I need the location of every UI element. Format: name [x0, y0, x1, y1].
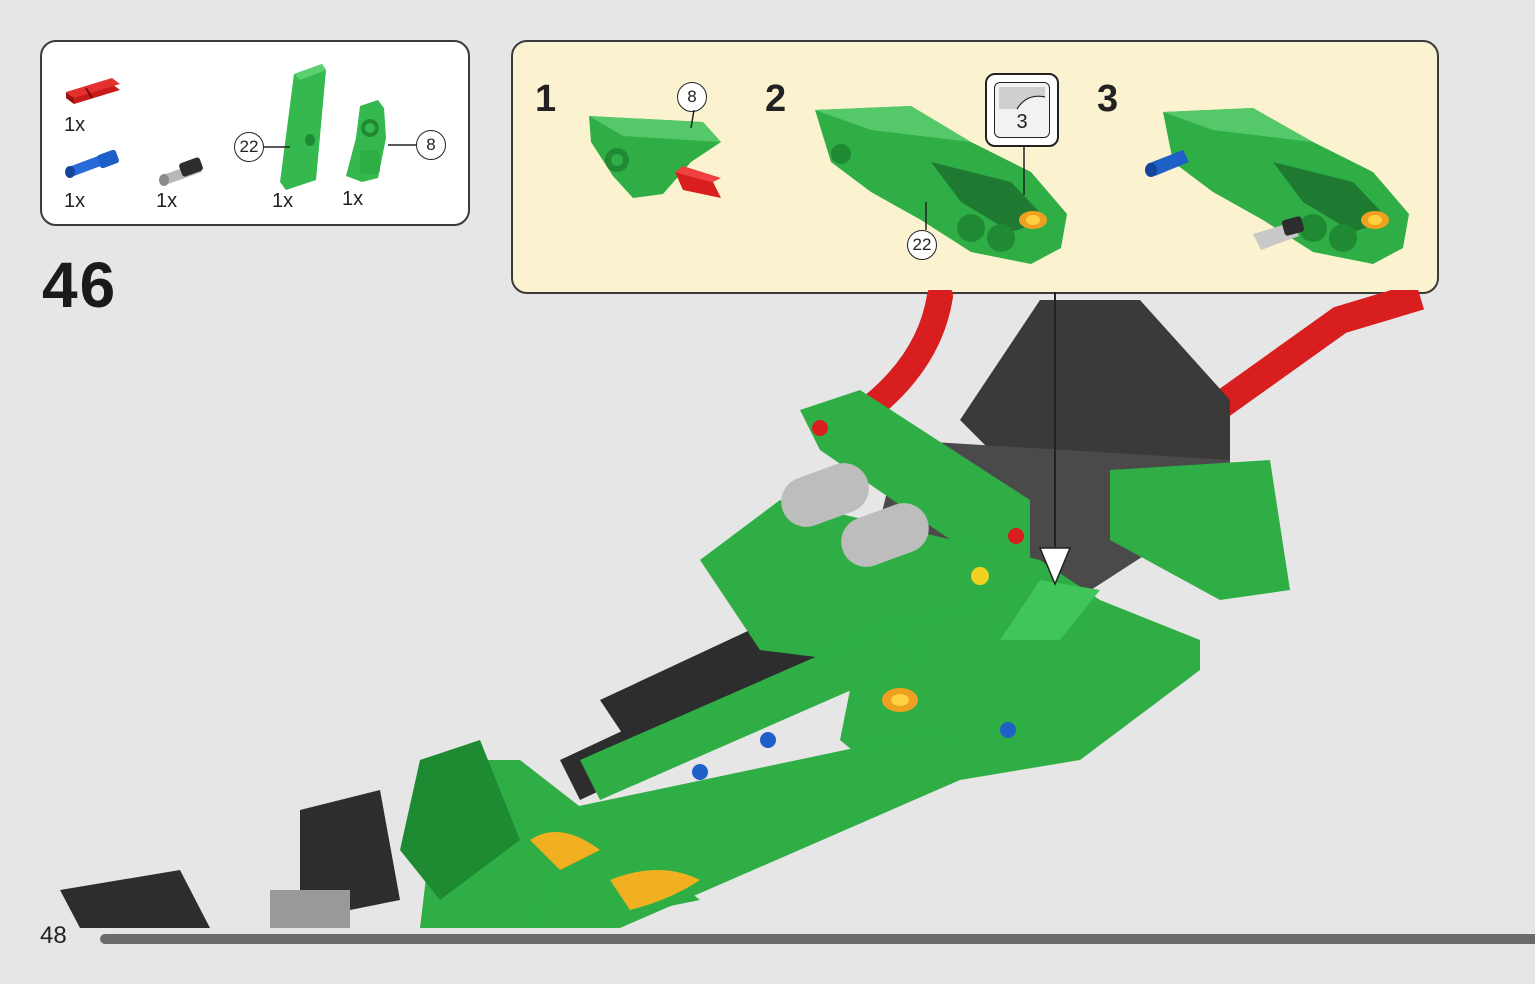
sticker-icon: 3	[994, 82, 1050, 138]
substep-2-illustration	[815, 106, 1067, 264]
main-assembly-illustration	[60, 290, 1425, 928]
part-callout-8: 8	[416, 130, 446, 160]
part-qty-green-connector: 1x	[342, 188, 364, 210]
substep-label-1: 1	[535, 78, 557, 120]
green-connector-icon	[346, 100, 386, 182]
substep-label-3: 3	[1097, 78, 1119, 120]
part-qty-green-panel: 1x	[272, 190, 294, 212]
substeps-box: 1 2 3 8 22	[511, 40, 1439, 294]
green-panel-icon	[280, 64, 326, 190]
progress-bar	[100, 934, 1535, 944]
blue-axle-pin-icon	[65, 149, 119, 178]
callout-leader	[388, 144, 416, 146]
substep-1-callout: 8	[677, 82, 707, 112]
sticker-number: 3	[1016, 111, 1028, 133]
substep-label-2: 2	[765, 78, 787, 120]
step-number: 46	[42, 249, 118, 321]
part-callout-22: 22	[234, 132, 264, 162]
gray-pin-icon	[159, 157, 203, 186]
substep-1-illustration	[589, 116, 721, 198]
part-qty-blue-pin: 1x	[64, 190, 86, 212]
part-qty-red-pin: 1x	[64, 114, 86, 136]
red-axle-pin-icon	[66, 78, 120, 104]
part-qty-gray-pin: 1x	[156, 190, 178, 212]
callout-leader	[690, 110, 695, 129]
parts-list-box: 1x 1x 1x 22 1x 8 1x	[40, 40, 470, 226]
callout-leader	[925, 202, 927, 230]
page-number: 48	[40, 922, 67, 949]
substep-2-callout: 22	[907, 230, 937, 260]
sticker-leader	[1023, 145, 1025, 195]
substep-3-illustration	[1145, 108, 1409, 264]
sticker-callout: 3	[985, 73, 1059, 147]
callout-leader	[264, 146, 290, 148]
